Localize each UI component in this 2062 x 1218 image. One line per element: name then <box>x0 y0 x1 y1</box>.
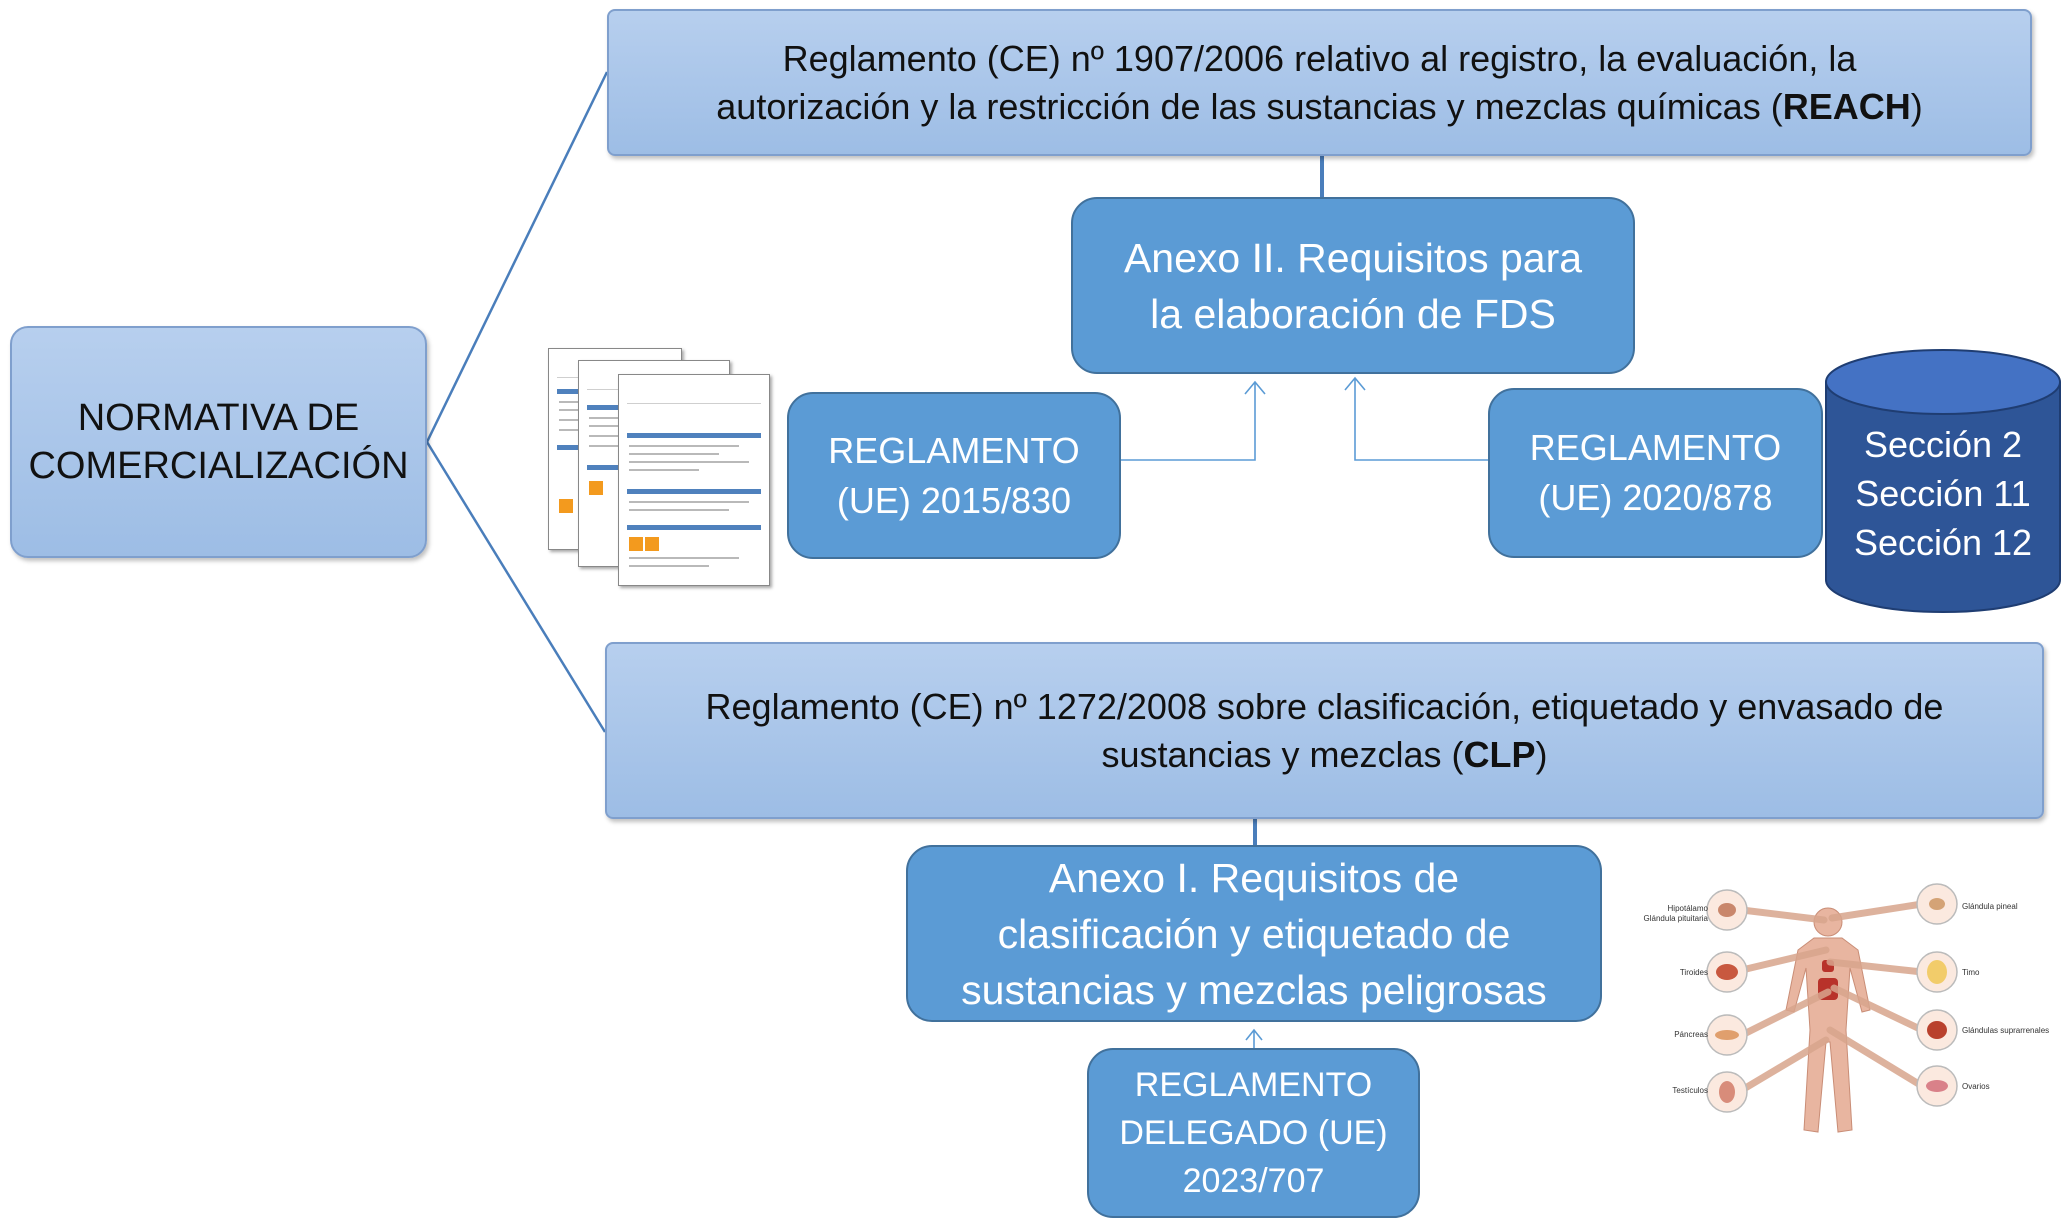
section-item: Sección 12 <box>1853 522 2033 563</box>
anexo1-line3: sustancias y mezclas peligrosas <box>961 966 1547 1013</box>
reg-2015-line2: (UE) 2015/830 <box>836 479 1072 521</box>
delegado-line1: REGLAMENTO <box>1134 1066 1373 1104</box>
reach-line2-post: ) <box>1910 85 1923 127</box>
anexo2-line2: la elaboración de FDS <box>1150 290 1556 337</box>
clp-line2-pre: sustancias y mezclas ( <box>1101 733 1464 775</box>
clp-acronym: CLP <box>1463 733 1536 775</box>
sections-cylinder <box>1825 349 2061 613</box>
sections-list: Sección 2 Sección 11 Sección 12 <box>1824 420 2062 567</box>
clp-line2: sustancias y mezclas (CLP) <box>706 731 1944 779</box>
delegado-line3: 2023/707 <box>1182 1162 1325 1200</box>
reach-node: Reglamento (CE) nº 1907/2006 relativo al… <box>607 9 2032 156</box>
arrow-2015-anexo2 <box>1121 380 1266 461</box>
anexo1-line2: clasificación y etiquetado de <box>997 910 1511 957</box>
reg-2020-878-node: REGLAMENTO (UE) 2020/878 <box>1488 388 1823 558</box>
delegado-line2: DELEGADO (UE) <box>1119 1114 1388 1152</box>
reg-2015-830-node: REGLAMENTO (UE) 2015/830 <box>787 392 1121 559</box>
human-body-figure <box>1706 883 1958 1133</box>
label-ovarios: Ovarios <box>1962 1082 1990 1091</box>
anexo1-node: Anexo I. Requisitos de clasificación y e… <box>906 845 1602 1022</box>
label-pancreas: Páncreas <box>1674 1030 1708 1039</box>
root-label-line1: NORMATIVA DE <box>77 397 360 439</box>
reach-line1: Reglamento (CE) nº 1907/2006 relativo al… <box>782 37 1857 79</box>
clp-node: Reglamento (CE) nº 1272/2008 sobre clasi… <box>605 642 2044 819</box>
anexo1-line1: Anexo I. Requisitos de <box>1048 854 1460 901</box>
connector-root-clp <box>425 441 607 733</box>
reach-acronym: REACH <box>1782 85 1911 127</box>
section-item: Sección 11 <box>1855 473 2031 514</box>
label-hipotalamo: Hipotálamo <box>1667 904 1708 913</box>
anexo2-line1: Anexo II. Requisitos para <box>1123 234 1583 281</box>
reach-line2: autorización y la restricción de las sus… <box>716 83 1922 131</box>
clp-line2-post: ) <box>1535 733 1548 775</box>
reg-2020-line2: (UE) 2020/878 <box>1538 477 1773 518</box>
label-pineal: Glándula pineal <box>1962 902 2018 911</box>
arrow-delegado-anexo1 <box>1245 1028 1263 1048</box>
clp-line1: Reglamento (CE) nº 1272/2008 sobre clasi… <box>705 685 1944 727</box>
label-suprarrenales: Glándulas suprarrenales <box>1962 1026 2050 1035</box>
root-label-line2: COMERCIALIZACIÓN <box>28 445 409 487</box>
label-tiroides: Tiroides <box>1679 968 1708 977</box>
label-pituitaria: Glándula pituitaria <box>1643 914 1708 923</box>
arrow-2020-anexo2 <box>1344 376 1488 461</box>
sds-page-front <box>618 374 770 586</box>
reg-2020-line1: REGLAMENTO <box>1529 427 1782 468</box>
anexo2-node: Anexo II. Requisitos para la elaboración… <box>1071 197 1635 374</box>
root-node: NORMATIVA DE COMERCIALIZACIÓN <box>10 326 427 558</box>
label-testiculos: Testículos <box>1672 1086 1708 1095</box>
connector-root-reach <box>425 71 609 443</box>
section-item: Sección 2 <box>1863 424 2023 465</box>
endocrine-system-illustration: Hipotálamo Glándula pituitaria Tiroides … <box>1632 880 2062 1160</box>
reg-2015-line1: REGLAMENTO <box>828 429 1080 471</box>
reg-delegado-2023-707-node: REGLAMENTO DELEGADO (UE) 2023/707 <box>1087 1048 1420 1218</box>
reach-line2-pre: autorización y la restricción de las sus… <box>716 85 1783 127</box>
label-timo: Timo <box>1962 968 1980 977</box>
